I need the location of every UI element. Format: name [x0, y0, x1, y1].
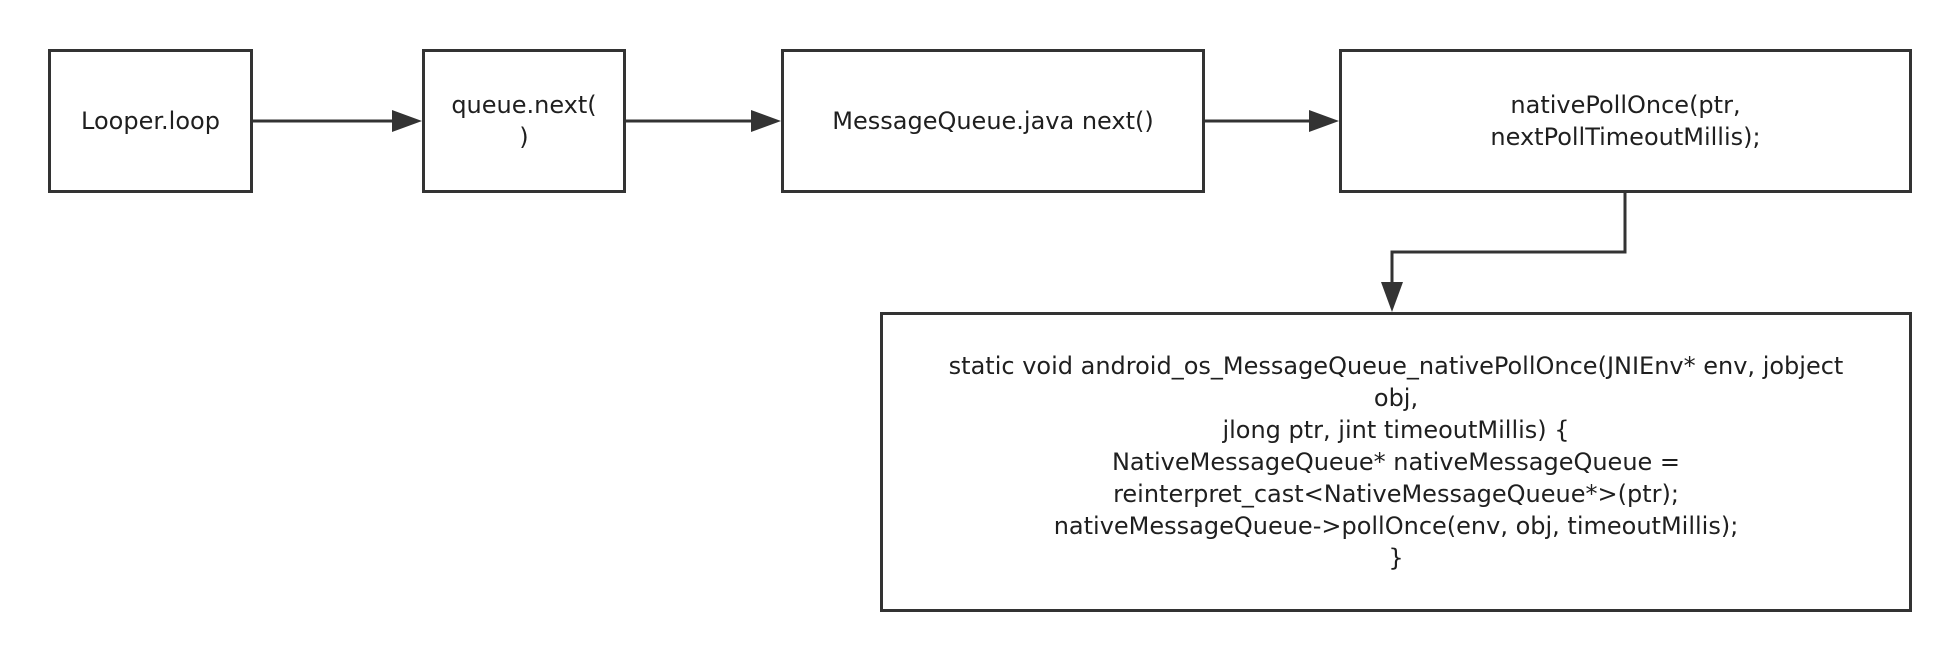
code-snippet: static void android_os_MessageQueue_nati…	[948, 352, 1844, 572]
edge-native-poll-once-to-native-impl	[1381, 193, 1627, 312]
arrowhead-icon	[751, 110, 781, 132]
arrowhead-icon	[1381, 282, 1403, 312]
edge-queue-next-to-mq-next	[626, 110, 781, 132]
edge-looper-to-queue-next	[253, 110, 422, 132]
node-label: Looper.loop	[81, 107, 220, 135]
edge-mq-next-to-native-poll-once	[1205, 110, 1339, 132]
node-native-poll-once: nativePollOnce(ptr, nextPollTimeoutMilli…	[1339, 49, 1912, 193]
node-native-implementation: static void android_os_MessageQueue_nati…	[880, 312, 1912, 612]
node-label: MessageQueue.java next()	[832, 107, 1154, 135]
node-label: nativePollOnce(ptr, nextPollTimeoutMilli…	[1490, 91, 1761, 151]
node-queue-next: queue.next( )	[422, 49, 626, 193]
node-label: queue.next( )	[451, 91, 597, 151]
node-messagequeue-next: MessageQueue.java next()	[781, 49, 1205, 193]
node-looper-loop: Looper.loop	[48, 49, 253, 193]
arrowhead-icon	[1309, 110, 1339, 132]
arrowhead-icon	[392, 110, 422, 132]
